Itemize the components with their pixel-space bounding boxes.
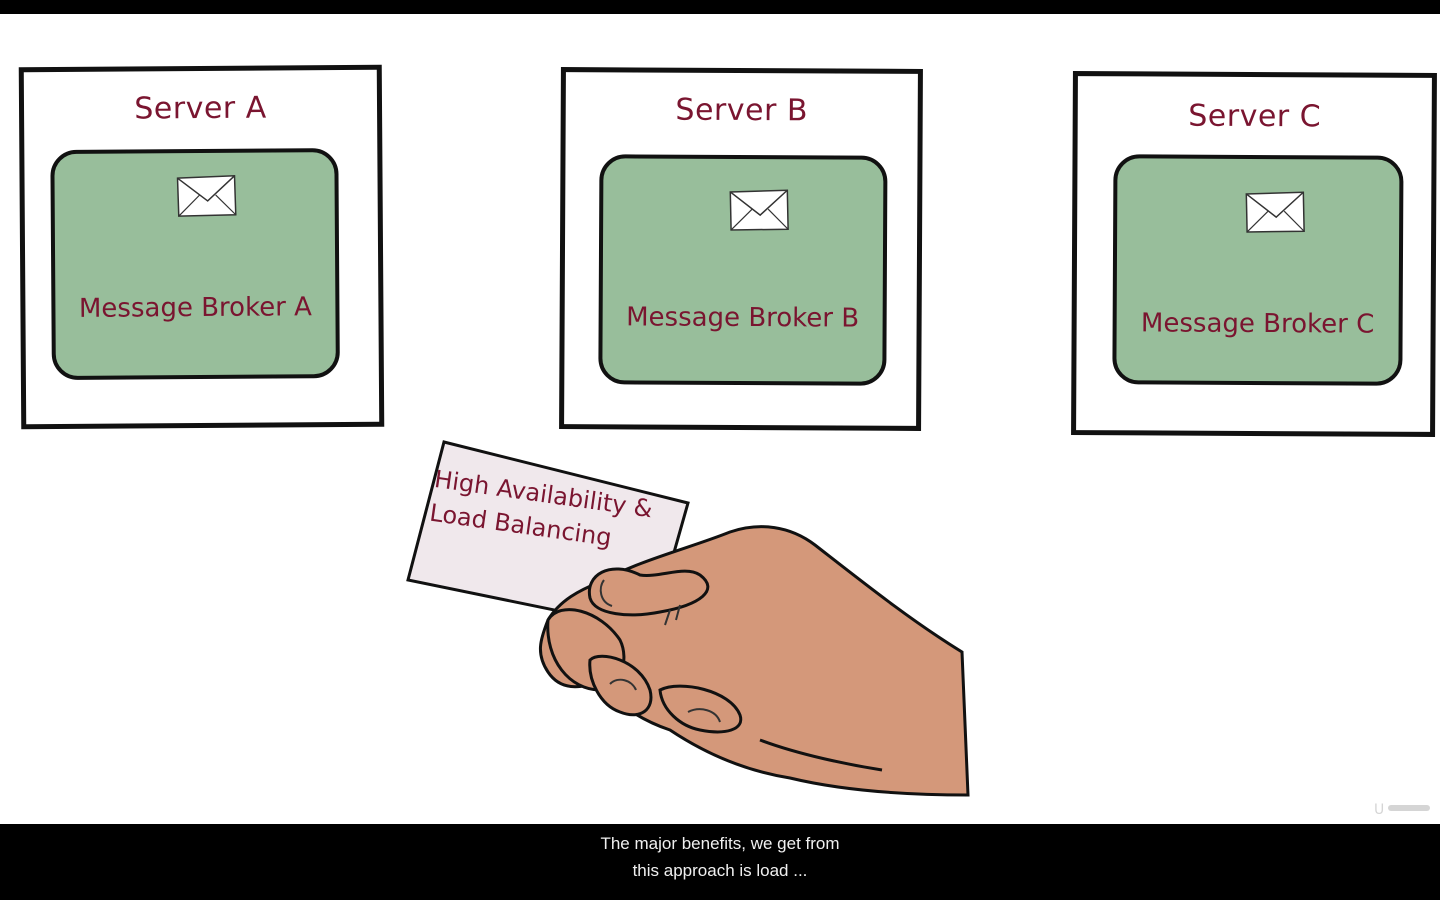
server-a-title: Server A bbox=[134, 90, 267, 127]
message-broker-c: Message Broker C bbox=[1112, 154, 1404, 386]
message-broker-a-label: Message Broker A bbox=[78, 292, 312, 324]
server-b-box: Server B Message Broker B bbox=[559, 67, 923, 431]
message-broker-a: Message Broker A bbox=[50, 148, 340, 381]
server-b-title: Server B bbox=[675, 92, 809, 129]
watermark-logo: U bbox=[1374, 802, 1430, 818]
subtitle-caption: The major benefits, we get from this app… bbox=[0, 830, 1440, 884]
svg-text:U: U bbox=[1374, 802, 1384, 818]
message-broker-b: Message Broker B bbox=[598, 154, 888, 386]
server-c-title: Server C bbox=[1188, 98, 1322, 135]
envelope-icon bbox=[1245, 191, 1305, 233]
server-a-box: Server A Message Broker A bbox=[18, 64, 385, 430]
subtitle-bar bbox=[0, 824, 1440, 900]
envelope-icon bbox=[176, 174, 237, 217]
video-top-bar bbox=[0, 0, 1440, 14]
message-broker-b-label: Message Broker B bbox=[626, 302, 860, 334]
message-broker-c-label: Message Broker C bbox=[1140, 308, 1375, 340]
server-c-box: Server C Message Broker C bbox=[1071, 71, 1437, 437]
subtitle-line-1: The major benefits, we get from bbox=[600, 834, 840, 853]
envelope-icon bbox=[729, 189, 789, 231]
subtitle-line-2: this approach is load ... bbox=[632, 861, 808, 880]
